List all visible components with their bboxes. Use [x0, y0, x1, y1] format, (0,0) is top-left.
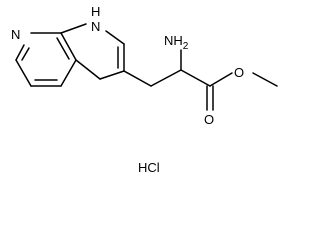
molecule-structure-drawing: N H N NH2 O O HCl	[11, 4, 278, 175]
carbonyl-oxygen-label: O	[204, 112, 214, 127]
pyrrole-hydrogen-label: H	[91, 4, 100, 19]
ester-oxygen-label: O	[234, 65, 244, 80]
molecule-canvas: N H N NH2 O O HCl	[11, 4, 278, 175]
side-chain	[123, 49, 278, 111]
pyrrole-ring	[60, 23, 125, 80]
pyrrole-nitrogen-label: N	[91, 19, 100, 34]
amine-label-main: NH	[164, 33, 183, 48]
amine-subscript: 2	[183, 41, 189, 52]
amine-label: NH2	[164, 33, 189, 52]
pyridine-ring	[15, 32, 77, 87]
hydrochloride-salt-label: HCl	[138, 160, 160, 175]
pyridine-nitrogen-label: N	[11, 27, 20, 42]
